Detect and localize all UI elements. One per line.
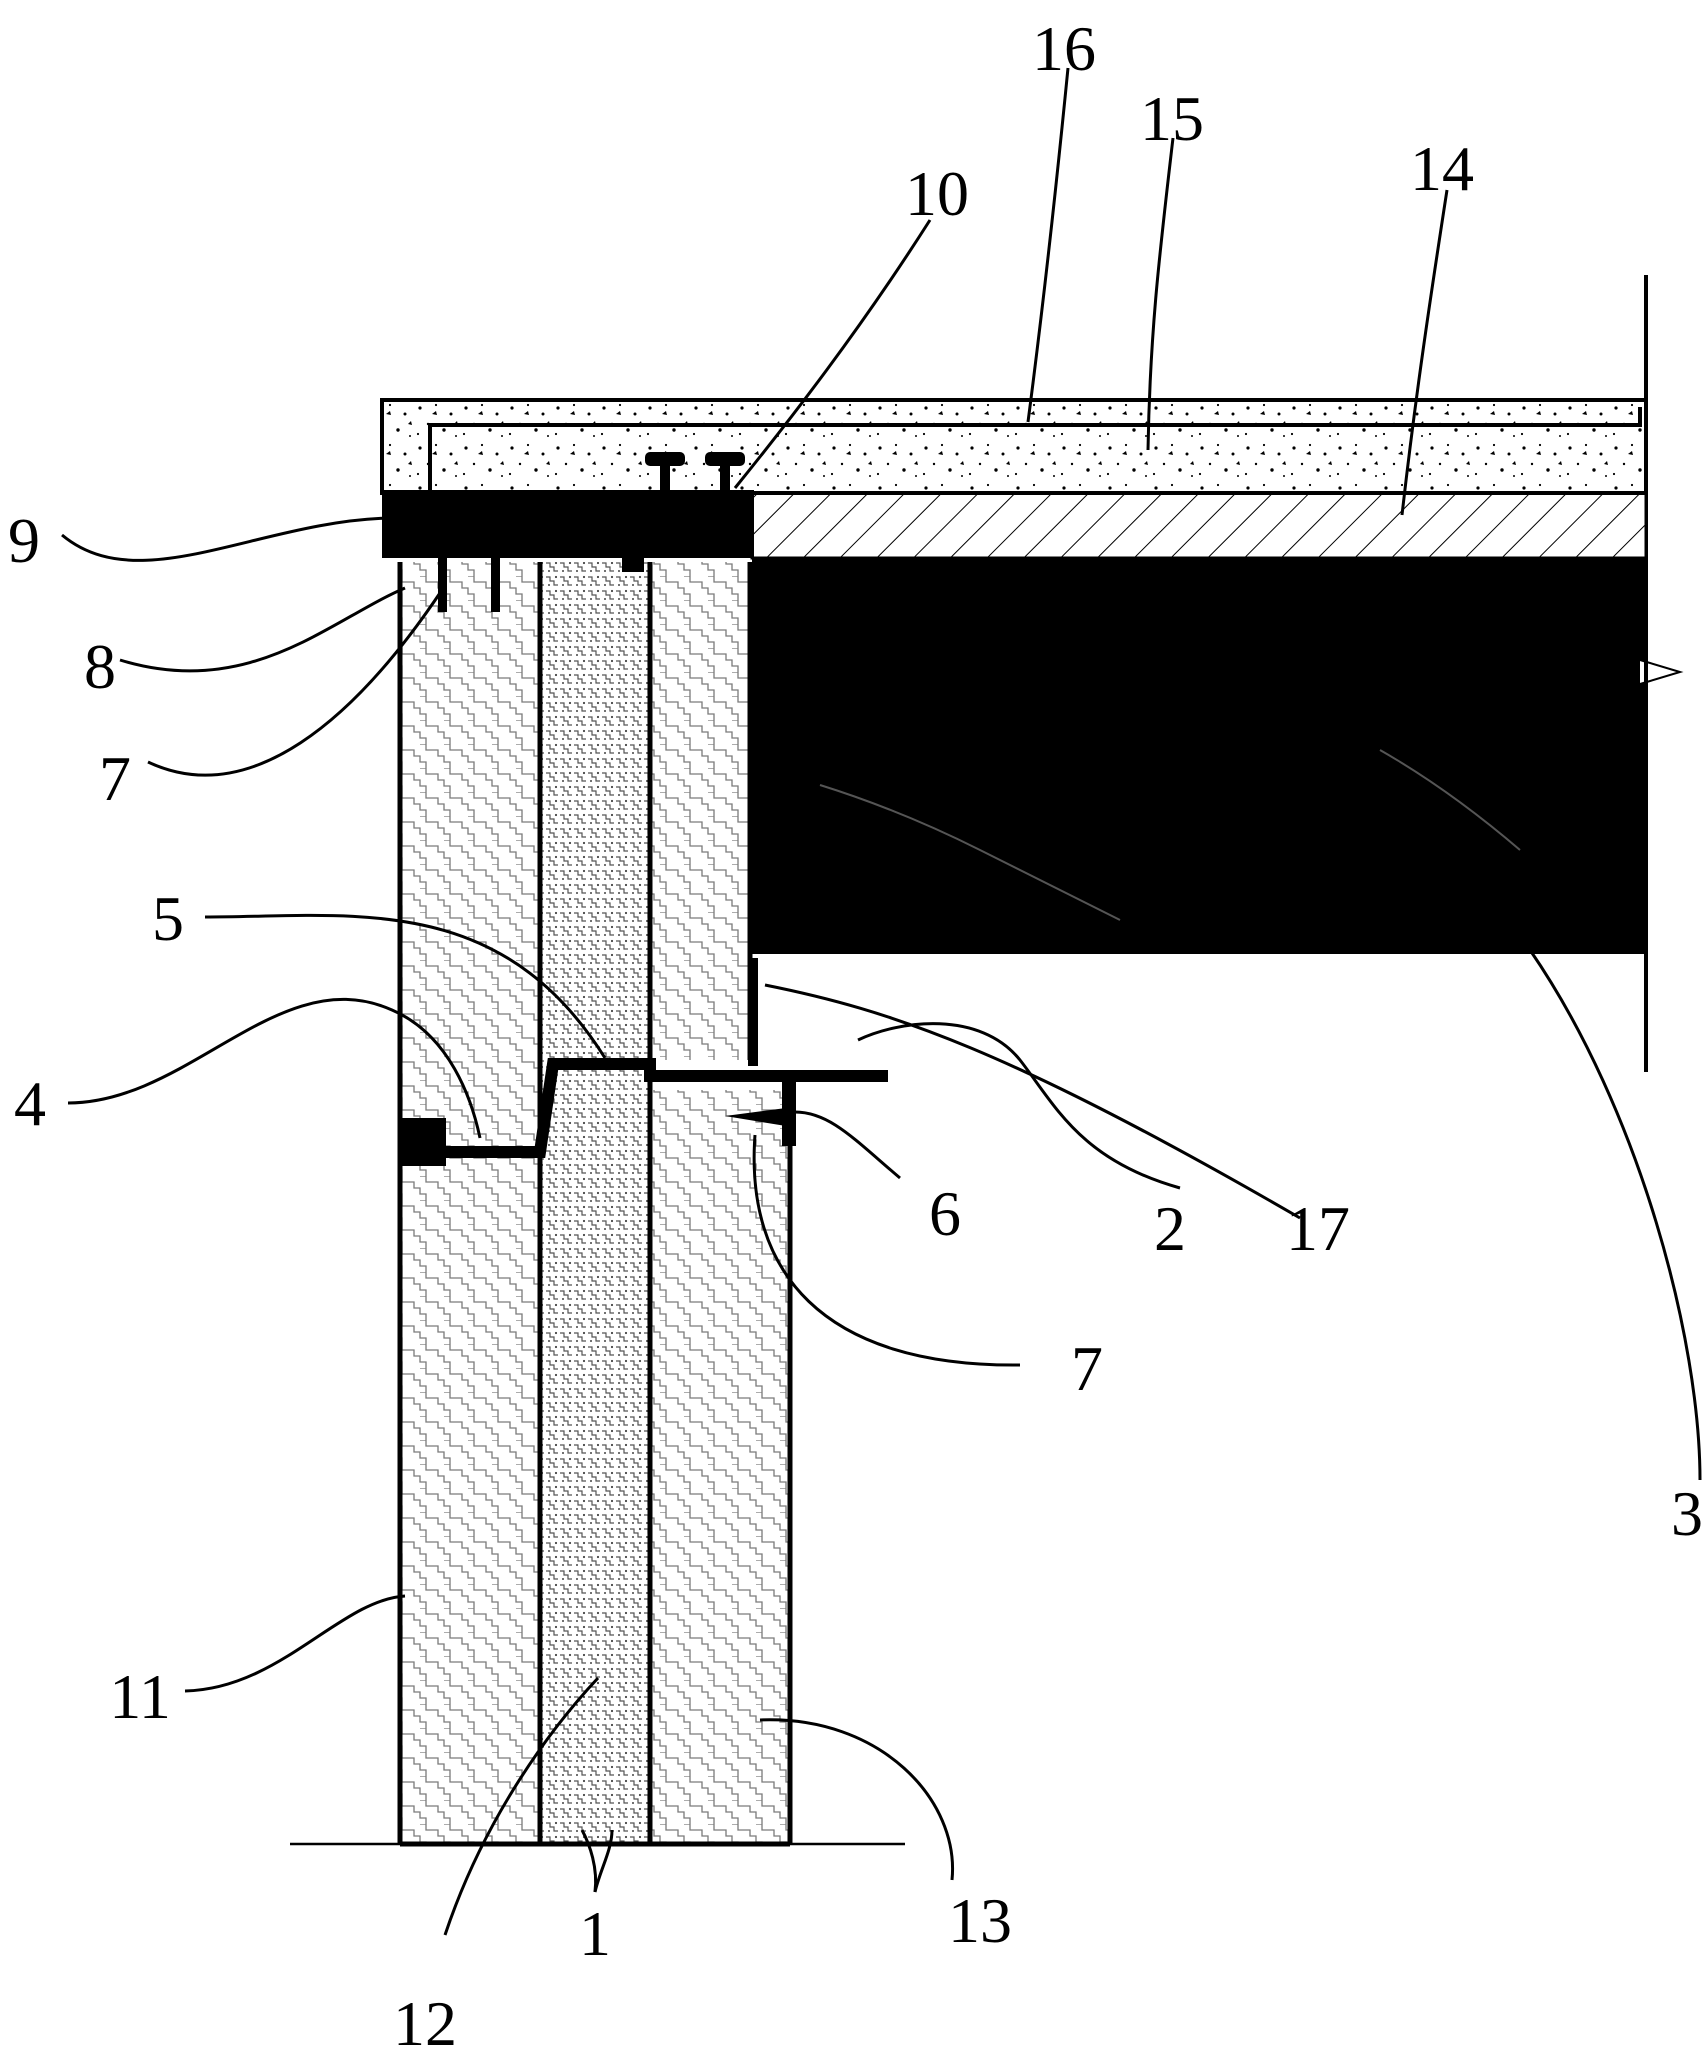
inner-leaf-lower [650,1090,790,1844]
stud-right-head [705,452,745,466]
callout-8: 8 [84,631,116,702]
callout-7-top: 7 [99,743,131,814]
callout-3: 3 [1671,1478,1703,1549]
callout-2: 2 [1154,1193,1186,1264]
inner-leaf-upper [650,562,750,1060]
callout-14: 14 [1410,133,1474,204]
callout-13: 13 [948,1885,1012,1956]
callout-5: 5 [152,883,184,954]
callout-15: 15 [1140,83,1204,154]
slab-texture-line-a [819,784,1121,921]
pin-1 [438,556,447,612]
connector-pin [725,1108,786,1126]
pin-2 [491,556,500,612]
stud-right [720,460,730,492]
callout-11: 11 [109,1661,171,1732]
angle-clip [782,1080,796,1146]
callout-17: 17 [1286,1193,1350,1264]
callout-9: 9 [8,505,40,576]
outer-leaf [400,562,540,1844]
slab-bearing-post [748,958,758,1066]
stud-left [660,460,670,492]
callout-1: 1 [579,1898,611,1969]
callout-7-bottom: 7 [1071,1333,1103,1404]
callout-4: 4 [14,1068,46,1139]
callout-10: 10 [905,158,969,229]
slab-texture-line-b [1379,749,1521,851]
embedded-membrane [428,407,1642,493]
stud-left-head [645,452,685,466]
callout-6: 6 [929,1178,961,1249]
end-plate [402,1118,446,1166]
concrete-topping [382,400,1646,493]
floor-slab [752,558,1646,954]
core-insulation [540,562,650,1844]
hatched-layer [750,491,1648,560]
z-bracket [418,1058,888,1158]
ring-beam [382,490,754,558]
topping-outline [380,398,1648,495]
wall-panel [397,562,793,1847]
callout-12: 12 [393,1988,457,2053]
callout-16: 16 [1032,13,1096,84]
slab-end-break [1639,659,1684,685]
pin-3 [622,556,644,572]
leader-lines [61,67,1702,1936]
